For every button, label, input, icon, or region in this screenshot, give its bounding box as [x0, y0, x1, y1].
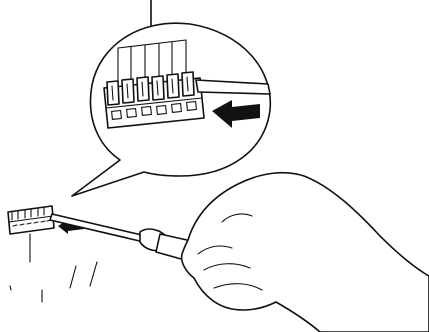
stroke-mark-1 [70, 266, 76, 288]
terminal-block-small [8, 206, 54, 262]
hand-icon [182, 173, 429, 332]
stroke-mark-4 [10, 286, 11, 290]
screwdriver-icon [50, 214, 196, 262]
stroke-mark-2 [90, 262, 97, 286]
